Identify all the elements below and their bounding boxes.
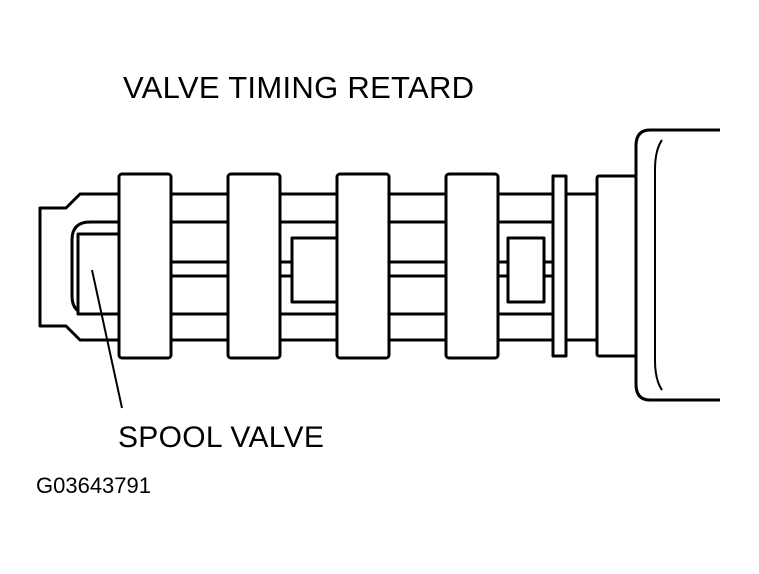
spool-port-right [506, 236, 546, 304]
spool-valve-label: SPOOL VALVE [118, 421, 325, 454]
sleeve-land-2 [226, 172, 282, 360]
figure-id: G03643791 [36, 473, 151, 498]
sleeve-land-3 [335, 172, 391, 360]
diagram-title: VALVE TIMING RETARD [123, 70, 475, 105]
sleeve-land-1 [117, 172, 173, 360]
spool-port-middle [290, 236, 340, 304]
solenoid-housing-inner-edge [654, 139, 663, 391]
seal-ring [551, 174, 568, 358]
solenoid-housing [634, 128, 720, 402]
sleeve-land-4 [444, 172, 500, 360]
spool-end-left [76, 232, 124, 316]
spool-valve-leader-line [91, 269, 123, 409]
solenoid-collar [595, 174, 638, 358]
